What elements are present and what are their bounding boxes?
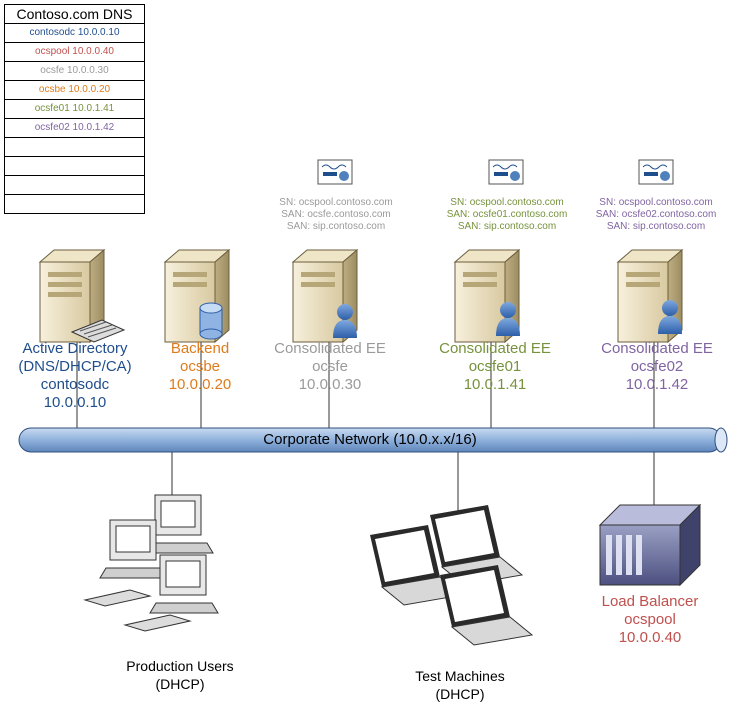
label-line: ocsbe (179, 358, 221, 375)
certificate-icon (488, 159, 524, 185)
label-line: 10.0.1.42 (625, 376, 689, 393)
cert-line: SAN: sip.contoso.com (606, 221, 706, 232)
server-label-ocsfe: Consolidated EE ocsfe 10.0.0.30 (260, 340, 400, 394)
label-line: (DHCP) (155, 676, 205, 692)
label-line: Consolidated EE (439, 340, 551, 357)
server-ocsfe02 (616, 248, 684, 344)
cert-line: SN: ocspool.contoso.com (279, 197, 393, 208)
dns-row (5, 138, 144, 157)
cert-line: SAN: sip.contoso.com (286, 221, 386, 232)
label-line: 10.0.0.20 (168, 376, 232, 393)
production-users-label: Production Users (DHCP) (100, 657, 260, 693)
dns-row: ocsbe 10.0.0.20 (5, 81, 144, 100)
user-icon (496, 302, 520, 336)
label-line: 10.0.0.10 (43, 394, 107, 411)
dns-row (5, 157, 144, 176)
load-balancer-label: Load Balancer ocspool 10.0.0.40 (580, 593, 720, 647)
cert-text-ocsfe: SN: ocspool.contoso.com SAN: ocsfe.conto… (266, 197, 406, 233)
database-icon (199, 302, 223, 340)
desktop-computer-icon (123, 554, 219, 632)
label-line: ocsfe02 (630, 358, 684, 375)
cert-line: SAN: ocsfe01.contoso.com (446, 209, 568, 220)
dns-row: ocsfe01 10.0.1.41 (5, 100, 144, 119)
server-label-ocsfe02: Consolidated EE ocsfe02 10.0.1.42 (587, 340, 727, 394)
dns-row: ocspool 10.0.0.40 (5, 43, 144, 62)
label-line: contosodc (40, 376, 110, 393)
user-icon (658, 300, 682, 334)
cert-line: SAN: ocsfe.contoso.com (281, 209, 391, 220)
dns-row: ocsfe02 10.0.1.42 (5, 119, 144, 138)
certificate-icon (638, 159, 674, 185)
label-line: ocspool (624, 611, 676, 628)
certificate-icon (317, 159, 353, 185)
keyboard-icon (70, 319, 126, 343)
network-label: Corporate Network (10.0.x.x/16) (263, 431, 477, 448)
cert-text-ocsfe01: SN: ocspool.contoso.com SAN: ocsfe01.con… (437, 197, 577, 233)
cert-line: SAN: sip.contoso.com (457, 221, 557, 232)
dns-row: ocsfe 10.0.0.30 (5, 62, 144, 81)
label-line: Test Machines (415, 668, 505, 684)
label-line: Load Balancer (601, 593, 699, 610)
laptop-icon (370, 525, 464, 606)
server-label-ocsfe01: Consolidated EE ocsfe01 10.0.1.41 (425, 340, 565, 394)
label-line: 10.0.1.41 (463, 376, 527, 393)
desktop-computer-icon (144, 494, 214, 554)
load-balancer-icon (598, 503, 702, 587)
label-line: ocsfe (312, 358, 348, 375)
label-line: 10.0.0.40 (618, 629, 682, 646)
label-line: ocsfe01 (468, 358, 522, 375)
label-line: Consolidated EE (601, 340, 713, 357)
cert-line: SN: ocspool.contoso.com (599, 197, 713, 208)
laptop-icon (430, 505, 524, 586)
dns-table: Contoso.com DNS contosodc 10.0.0.10 ocsp… (4, 4, 145, 214)
cert-text-ocsfe02: SN: ocspool.contoso.com SAN: ocsfe02.con… (586, 197, 726, 233)
label-line: 10.0.0.30 (298, 376, 362, 393)
laptop-icon (440, 565, 534, 646)
label-line: Active Directory (22, 340, 128, 357)
server-label-ad: Active Directory (DNS/DHCP/CA) contosodc… (0, 340, 150, 412)
dns-row (5, 176, 144, 195)
test-machines-label: Test Machines (DHCP) (385, 667, 535, 703)
server-label-backend: Backend ocsbe 10.0.0.20 (150, 340, 250, 394)
label-line: Consolidated EE (274, 340, 386, 357)
cert-line: SN: ocspool.contoso.com (450, 197, 564, 208)
label-line: (DNS/DHCP/CA) (18, 358, 132, 375)
user-icon (333, 304, 357, 338)
network-pipe (18, 427, 728, 453)
label-line: Production Users (126, 658, 234, 674)
label-line: (DHCP) (435, 686, 485, 702)
label-line: Backend (170, 340, 230, 357)
desktop-computer-icon (83, 519, 169, 607)
cert-line: SAN: ocsfe02.contoso.com (595, 209, 717, 220)
dns-row: contosodc 10.0.0.10 (5, 24, 144, 43)
dns-table-title: Contoso.com DNS (5, 5, 144, 24)
